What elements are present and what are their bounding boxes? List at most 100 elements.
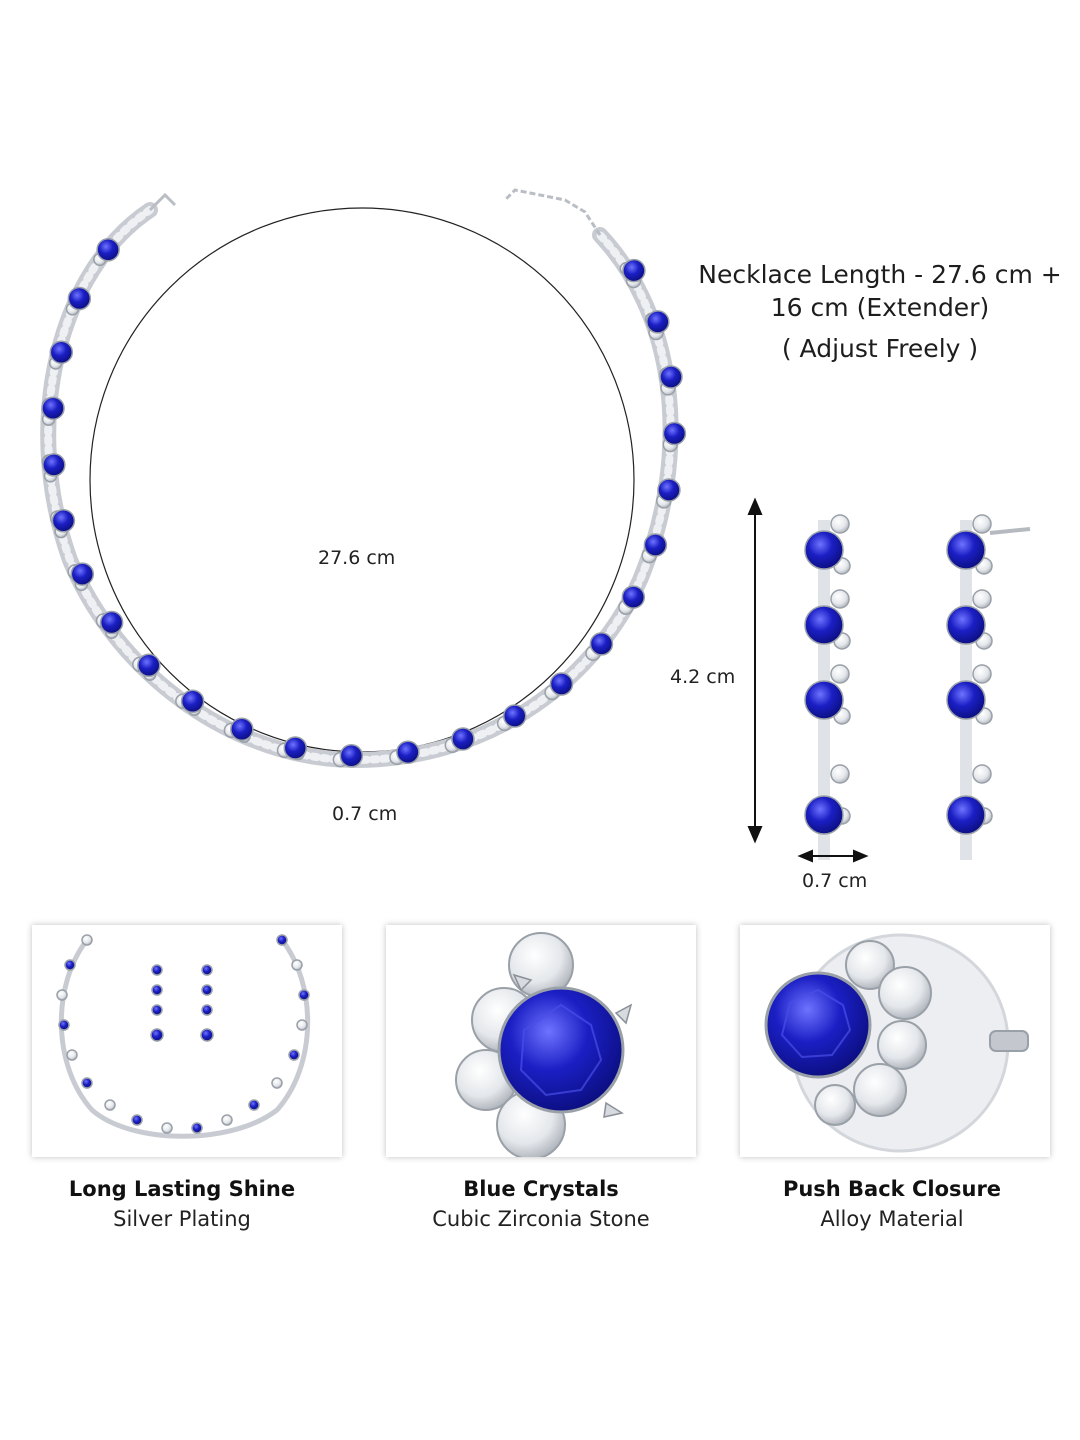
blue-stone (946, 605, 986, 645)
blue-stone (298, 989, 310, 1001)
blue-stone (96, 238, 120, 262)
set-thumbnail (56, 934, 311, 1139)
clear-crystal (972, 514, 992, 534)
blue-stone (946, 680, 986, 720)
blue-stone (64, 959, 76, 971)
blue-stone (288, 1049, 300, 1061)
clear-crystal (972, 764, 992, 784)
blue-stone (622, 258, 646, 283)
blue-stone (621, 585, 646, 609)
blue-stone (804, 530, 844, 570)
necklace-specs: Necklace Length - 27.6 cm + 16 cm (Exten… (680, 258, 1080, 365)
clear-crystal (161, 1122, 173, 1134)
extender-chain-left (148, 192, 177, 212)
extender-length-spec: 16 cm (Extender) (770, 293, 990, 322)
blue-stone (451, 727, 475, 751)
feature-subtitle: Cubic Zirconia Stone (432, 1207, 650, 1231)
height-dimension-arrow (747, 497, 763, 844)
feature-card-closure (740, 925, 1050, 1157)
clear-crystal (972, 664, 992, 684)
feature-card-crystals (386, 925, 696, 1157)
blue-stone (42, 453, 66, 477)
blue-stone (70, 562, 95, 586)
necklace-length-guide (89, 207, 635, 753)
blue-stone (248, 1099, 260, 1111)
necklace-length-spec: Necklace Length - 27.6 cm + (698, 260, 1062, 289)
feature-crystals: Blue Crystals Cubic Zirconia Stone (361, 1174, 721, 1234)
blue-stone (201, 964, 213, 976)
feature-card-set (32, 925, 342, 1157)
feature-title: Push Back Closure (782, 1177, 1002, 1201)
blue-stone (131, 1114, 143, 1126)
clear-crystal (81, 934, 93, 946)
crystal-closeup (455, 932, 633, 1157)
clear-crystal (830, 664, 850, 684)
blue-stone (804, 680, 844, 720)
blue-stone (662, 421, 687, 446)
feature-shine: Long Lasting Shine Silver Plating (2, 1174, 362, 1234)
blue-stone (230, 717, 254, 742)
clear-crystal (66, 1049, 78, 1061)
blue-stone (150, 1028, 164, 1042)
blue-stone (589, 632, 614, 656)
earring-post (989, 1030, 1029, 1052)
blue-stone (51, 509, 76, 533)
closure-closeup (764, 933, 1029, 1153)
feature-subtitle: Silver Plating (113, 1207, 251, 1231)
adjust-note: ( Adjust Freely ) (781, 334, 979, 363)
blue-stone (49, 340, 74, 364)
blue-stone (151, 984, 163, 996)
earring-post (989, 527, 1031, 535)
blue-stone (191, 1122, 203, 1134)
blue-stone (804, 795, 844, 835)
blue-stone (137, 653, 161, 678)
blue-stone (41, 396, 65, 420)
blue-stone (946, 795, 986, 835)
necklace-chain (40, 202, 679, 769)
blue-stone (67, 286, 92, 311)
blue-stone (151, 964, 163, 976)
clear-crystal (221, 1114, 233, 1126)
width-dimension-arrow (797, 849, 869, 863)
earring-left (804, 514, 851, 860)
blue-stone (339, 744, 364, 768)
blue-stone (946, 530, 986, 570)
blue-stone (81, 1077, 93, 1089)
clear-crystal (972, 589, 992, 609)
blue-stone (659, 365, 683, 389)
blue-stone (396, 740, 420, 765)
product-illustration (40, 188, 1031, 863)
blue-stone (549, 672, 574, 696)
blue-stone (201, 1004, 213, 1016)
clear-crystal (830, 514, 850, 534)
blue-stone (283, 736, 308, 760)
clear-crystal (830, 764, 850, 784)
blue-stone (99, 610, 124, 635)
blue-stone (151, 1004, 163, 1016)
blue-stone (657, 478, 681, 502)
feature-title: Long Lasting Shine (68, 1177, 296, 1201)
earring-right (946, 514, 1031, 860)
blue-stone (276, 934, 288, 946)
clear-crystal (271, 1077, 283, 1089)
feature-closure: Push Back Closure Alloy Material (712, 1174, 1072, 1234)
set-thumbnail-necklace-stones (56, 934, 310, 1134)
necklace-length-label: 27.6 cm (318, 547, 396, 569)
blue-crystal (764, 971, 872, 1079)
clear-crystal (830, 589, 850, 609)
clear-crystal (56, 989, 68, 1001)
set-thumbnail-earring-stones (150, 964, 214, 1042)
extender-chain-right (503, 188, 602, 236)
earring-width-label: 0.7 cm (802, 870, 868, 892)
clear-crystal (104, 1099, 116, 1111)
feature-subtitle: Alloy Material (820, 1207, 964, 1231)
blue-stone (180, 689, 205, 713)
earring-height-label: 4.2 cm (670, 666, 736, 688)
blue-stone (643, 533, 668, 557)
blue-stone (201, 984, 213, 996)
necklace-width-label: 0.7 cm (332, 803, 398, 825)
clear-crystal (296, 1019, 308, 1031)
feature-title: Blue Crystals (463, 1177, 619, 1201)
blue-stone (502, 704, 527, 728)
necklace-stones (41, 238, 687, 768)
